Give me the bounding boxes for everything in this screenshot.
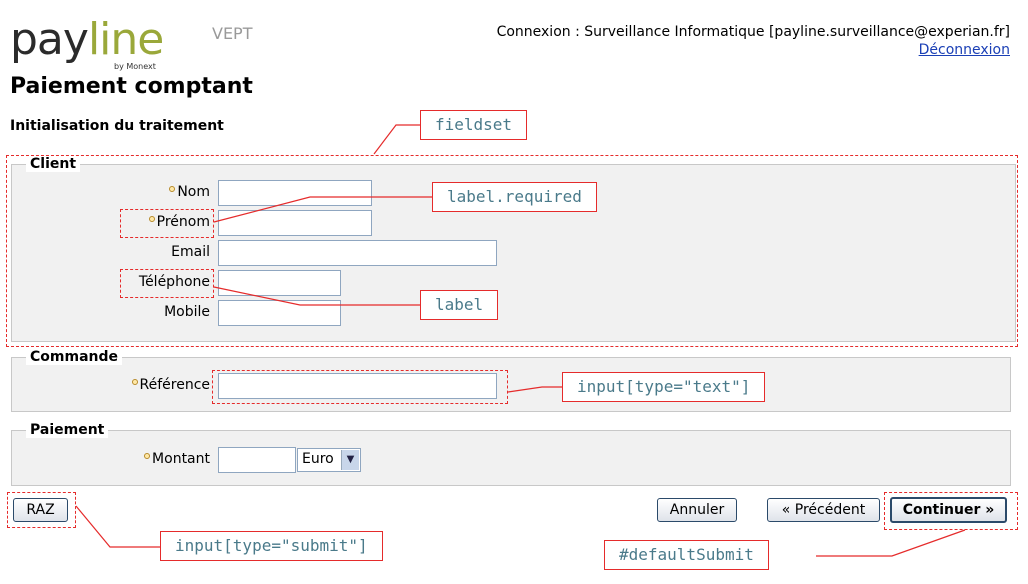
required-dot-icon [148, 216, 155, 222]
annotation-input-text: input[type="text"] [562, 372, 766, 402]
required-dot-icon [169, 186, 176, 192]
highlight-default-submit [884, 492, 1018, 530]
legend-paiement: Paiement [26, 422, 109, 438]
chevron-down-icon[interactable]: ▼ [341, 450, 359, 470]
legend-commande: Commande [26, 349, 122, 365]
label-prenom: Prénom [10, 214, 210, 230]
annotation-line-input-submit [75, 505, 160, 548]
connection-info: Connexion : Surveillance Informatique [p… [496, 24, 1010, 40]
logout-link[interactable]: Déconnexion [918, 42, 1010, 58]
annotation-fieldset: fieldset [420, 110, 528, 140]
input-montant[interactable] [218, 447, 296, 473]
payline-logo: payline by Monext [10, 14, 190, 74]
annotation-input-submit: input[type="submit"] [160, 531, 383, 561]
currency-selected: Euro [302, 451, 334, 467]
highlight-input-text [212, 370, 508, 404]
highlight-input-submit [7, 492, 76, 528]
highlight-label-required [120, 209, 214, 238]
continue-button[interactable]: Continuer » [890, 497, 1007, 523]
annotation-line-fieldset [373, 124, 420, 155]
legend-client: Client [26, 156, 81, 172]
currency-select[interactable]: Euro ▼ [297, 448, 361, 472]
label-email: Email [171, 244, 210, 260]
label-mobile: Mobile [164, 304, 210, 320]
label-telephone: Téléphone [138, 274, 210, 290]
section-subtitle: Initialisation du traitement [10, 118, 224, 134]
annotation-line-default-submit [816, 529, 966, 557]
required-dot-icon [131, 379, 138, 385]
label-reference: Référence [10, 377, 210, 393]
fieldset-commande: Commande [11, 349, 1011, 412]
highlight-fieldset [6, 155, 1018, 347]
fieldset-paiement: Paiement [11, 422, 1011, 486]
label-montant: Montant [10, 451, 210, 467]
logo-subtitle: by Monext [114, 62, 156, 71]
raz-button[interactable]: RAZ [13, 498, 68, 522]
annotation-label: label [420, 290, 499, 320]
input-reference[interactable] [218, 373, 497, 399]
required-dot-icon [144, 453, 151, 459]
label-nom: Nom [10, 184, 210, 200]
cancel-button[interactable]: Annuler [657, 498, 737, 522]
page-title: Paiement comptant [10, 74, 253, 99]
previous-button[interactable]: « Précédent [767, 498, 880, 522]
environment-label: VEPT [212, 24, 253, 43]
highlight-label [120, 269, 214, 298]
annotation-label-required: label.required [432, 182, 597, 212]
input-email[interactable] [218, 240, 497, 266]
logo-wordmark: payline [10, 14, 164, 65]
annotation-default-submit: #defaultSubmit [604, 540, 769, 570]
